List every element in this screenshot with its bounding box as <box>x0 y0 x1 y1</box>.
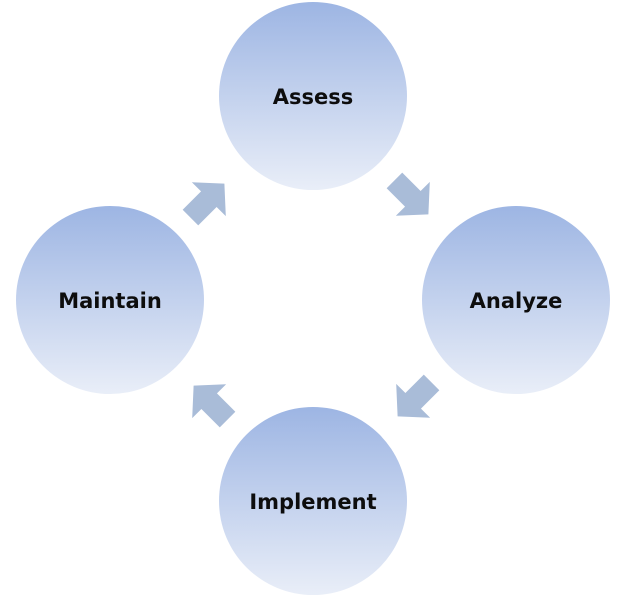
stage-label-assess: Assess <box>273 85 354 109</box>
stage-node-maintain: Maintain <box>16 206 204 394</box>
arrow-assess-to-analyze <box>386 172 430 216</box>
arrow-implement-to-maintain <box>192 384 236 428</box>
stage-node-assess: Assess <box>219 2 407 190</box>
arrow-analyze-to-implement <box>396 374 440 418</box>
stage-label-implement: Implement <box>249 490 376 514</box>
stage-label-analyze: Analyze <box>470 289 563 313</box>
stage-label-maintain: Maintain <box>58 289 162 313</box>
arrow-maintain-to-assess <box>182 182 226 226</box>
stage-node-implement: Implement <box>219 407 407 595</box>
stage-node-analyze: Analyze <box>422 206 610 394</box>
